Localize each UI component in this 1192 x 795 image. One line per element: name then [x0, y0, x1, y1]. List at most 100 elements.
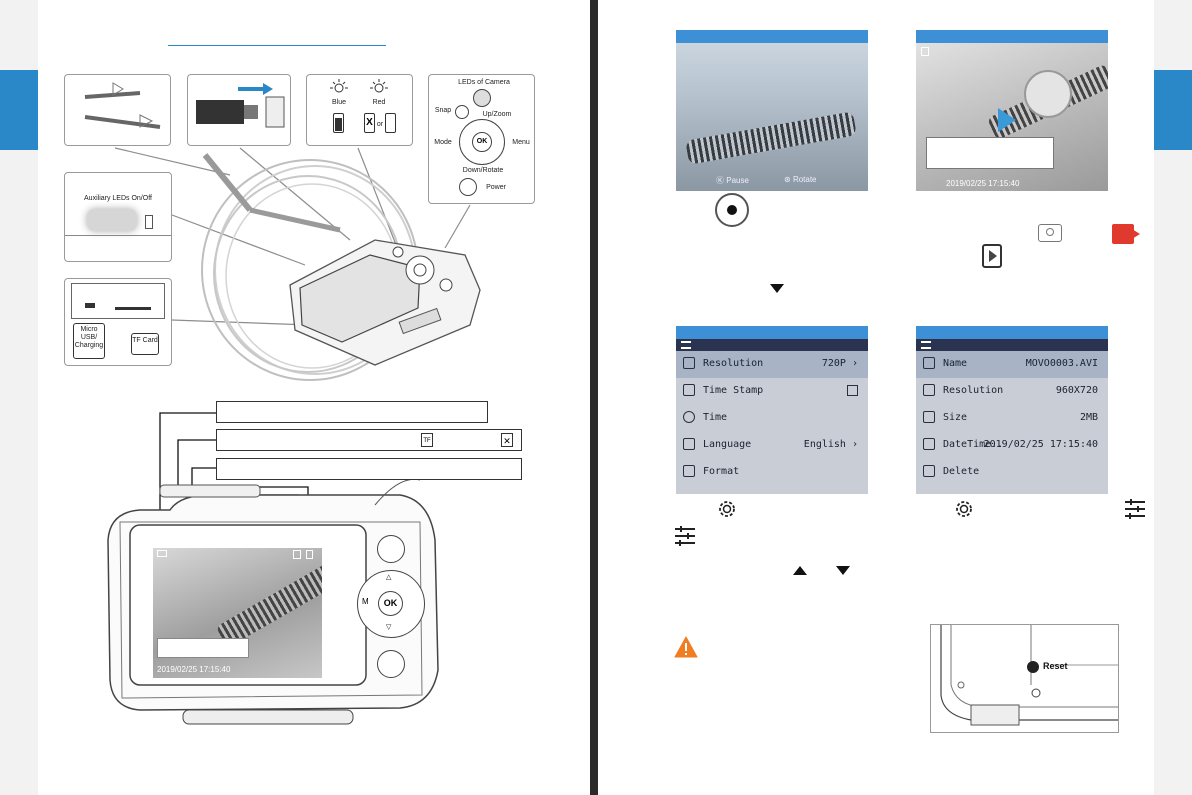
ok-icon: OK	[472, 132, 492, 152]
red-led-icon	[370, 79, 388, 93]
screen-title-bar	[676, 30, 868, 43]
dpad[interactable]: OK M △ ▽	[357, 570, 425, 638]
menu-row-label: Name	[943, 358, 968, 369]
time-stamp-icon	[683, 384, 695, 396]
aux-led-glow	[87, 209, 137, 231]
micro-usb-label: Micro USB/ Charging	[74, 326, 104, 349]
right-page: Ⓚ Pause ⊛ Rotate 2019/02/25 17:15:40 Res…	[598, 0, 1192, 795]
down-triangle-icon	[836, 566, 850, 575]
blue-label: Blue	[331, 99, 346, 106]
menu-row-label: Size	[943, 412, 968, 423]
battery-charging-icon	[385, 113, 396, 133]
callout-tf-status: TF ✕	[216, 429, 522, 451]
battery-icon	[306, 550, 313, 559]
playback-mode-icon	[982, 244, 1002, 268]
down-arrow-icon	[145, 215, 153, 229]
menu-list-icon	[1125, 499, 1145, 519]
menu-row-value: 2019/02/25 17:15:40	[983, 439, 1098, 450]
reset-illustration: Reset	[930, 624, 1119, 733]
snap-button-icon	[455, 105, 469, 119]
menu-status-bar	[916, 339, 1108, 351]
menu-row[interactable]: Time Stamp	[676, 378, 868, 405]
blue-led-icon	[330, 79, 348, 93]
leds-of-camera-label: LEDs of Camera	[458, 79, 510, 86]
snap-button[interactable]	[377, 535, 405, 563]
led-status-panel: Blue Red X or	[306, 74, 413, 146]
inspected-screw-photo	[685, 111, 857, 165]
screen-timestamp: 2019/02/25 17:15:40	[157, 665, 231, 674]
menu-row-value: MOVO0003.AVI	[1025, 358, 1098, 369]
callout-battery-status	[216, 458, 522, 480]
screen-title-bar	[676, 326, 868, 339]
video-preview-screen: 2019/02/25 17:15:40	[916, 30, 1108, 191]
probe-attach-panel	[64, 74, 171, 146]
play-icon[interactable]	[998, 108, 1016, 132]
connector-lines	[114, 147, 471, 326]
power-label: Power	[486, 184, 506, 191]
bolt-head	[1024, 70, 1072, 118]
gear-icon	[719, 501, 735, 517]
name-icon	[923, 357, 935, 369]
red-label: Red	[372, 99, 386, 106]
video-timestamp: 2019/02/25 17:15:40	[946, 179, 1020, 188]
datetime-icon	[923, 438, 935, 450]
language-icon	[683, 438, 695, 450]
micro-usb-port-icon	[85, 303, 95, 308]
callout-mode-indicator	[216, 401, 488, 423]
up-zoom-label: Up/Zoom	[482, 111, 512, 118]
menu-list-icon	[675, 526, 695, 546]
dpad-icon: OK	[459, 119, 505, 165]
up-arrow-icon[interactable]: △	[386, 574, 392, 581]
warning-icon	[674, 636, 698, 658]
reset-label: Reset	[1043, 661, 1068, 671]
menu-row[interactable]: Delete	[916, 459, 1108, 486]
menu-label: Menu	[512, 139, 530, 146]
screen-title-bar	[916, 326, 1108, 339]
menu-row[interactable]: Name MOVO0003.AVI	[916, 351, 1108, 378]
format-icon	[683, 465, 695, 477]
device-illustration	[289, 239, 481, 366]
menu-row-label: Resolution	[943, 385, 1004, 396]
left-page: Blue Red X or LEDs of Camera Snap Up/Zoo…	[0, 0, 590, 795]
playback-icon	[921, 47, 929, 56]
menu-row[interactable]: Format	[676, 459, 868, 486]
down-rotate-label: Down/Rotate	[462, 167, 504, 174]
mode-label: Mode	[434, 139, 452, 146]
down-triangle-icon	[770, 284, 784, 293]
power-button[interactable]	[377, 650, 405, 678]
down-arrow-key-icon[interactable]: ▽	[386, 624, 392, 631]
camera-mode-icon	[157, 550, 167, 557]
menu-row-value: 2MB	[1079, 412, 1098, 423]
menu-row[interactable]: Language English ›	[676, 432, 868, 459]
video-mode-icon	[1112, 224, 1140, 244]
ok-button[interactable]: OK	[378, 591, 403, 616]
ok-pause-hint: Ⓚ Pause	[716, 176, 749, 185]
menu-row[interactable]: Resolution 720P ›	[676, 351, 868, 378]
or-label: or	[376, 121, 384, 128]
probe-connector-panel	[187, 74, 291, 146]
time-stamp-checkbox[interactable]	[847, 385, 858, 396]
photo-mode-icon	[1038, 224, 1062, 242]
section-tab-right	[1154, 70, 1192, 150]
sd-card-icon	[293, 550, 301, 559]
menu-row[interactable]: Time	[676, 405, 868, 432]
tf-missing-icon: ✕	[501, 433, 513, 447]
menu-status-bar	[676, 339, 868, 351]
gear-icon	[956, 501, 972, 517]
tf-card-label: TF Card	[132, 337, 158, 344]
menu-row-value: English ›	[803, 439, 858, 450]
tf-slot-icon	[115, 307, 151, 310]
menu-row[interactable]: Resolution 960X720	[916, 378, 1108, 405]
menu-row-label: Time	[703, 412, 728, 423]
menu-row[interactable]: Size 2MB	[916, 405, 1108, 432]
menu-row-label: DateTime..	[943, 439, 1004, 450]
clock-icon	[683, 411, 695, 423]
camera-led-icon	[473, 89, 491, 107]
resolution-icon	[683, 357, 695, 369]
settings-menu-screen: Resolution 720P › Time Stamp Time Langua…	[676, 326, 868, 494]
screen-title-bar	[916, 30, 1108, 43]
mode-m-key[interactable]: M	[362, 597, 369, 606]
reset-hole-icon[interactable]	[1027, 661, 1039, 673]
menu-row[interactable]: DateTime.. 2019/02/25 17:15:40	[916, 432, 1108, 459]
snap-label: Snap	[434, 107, 452, 114]
